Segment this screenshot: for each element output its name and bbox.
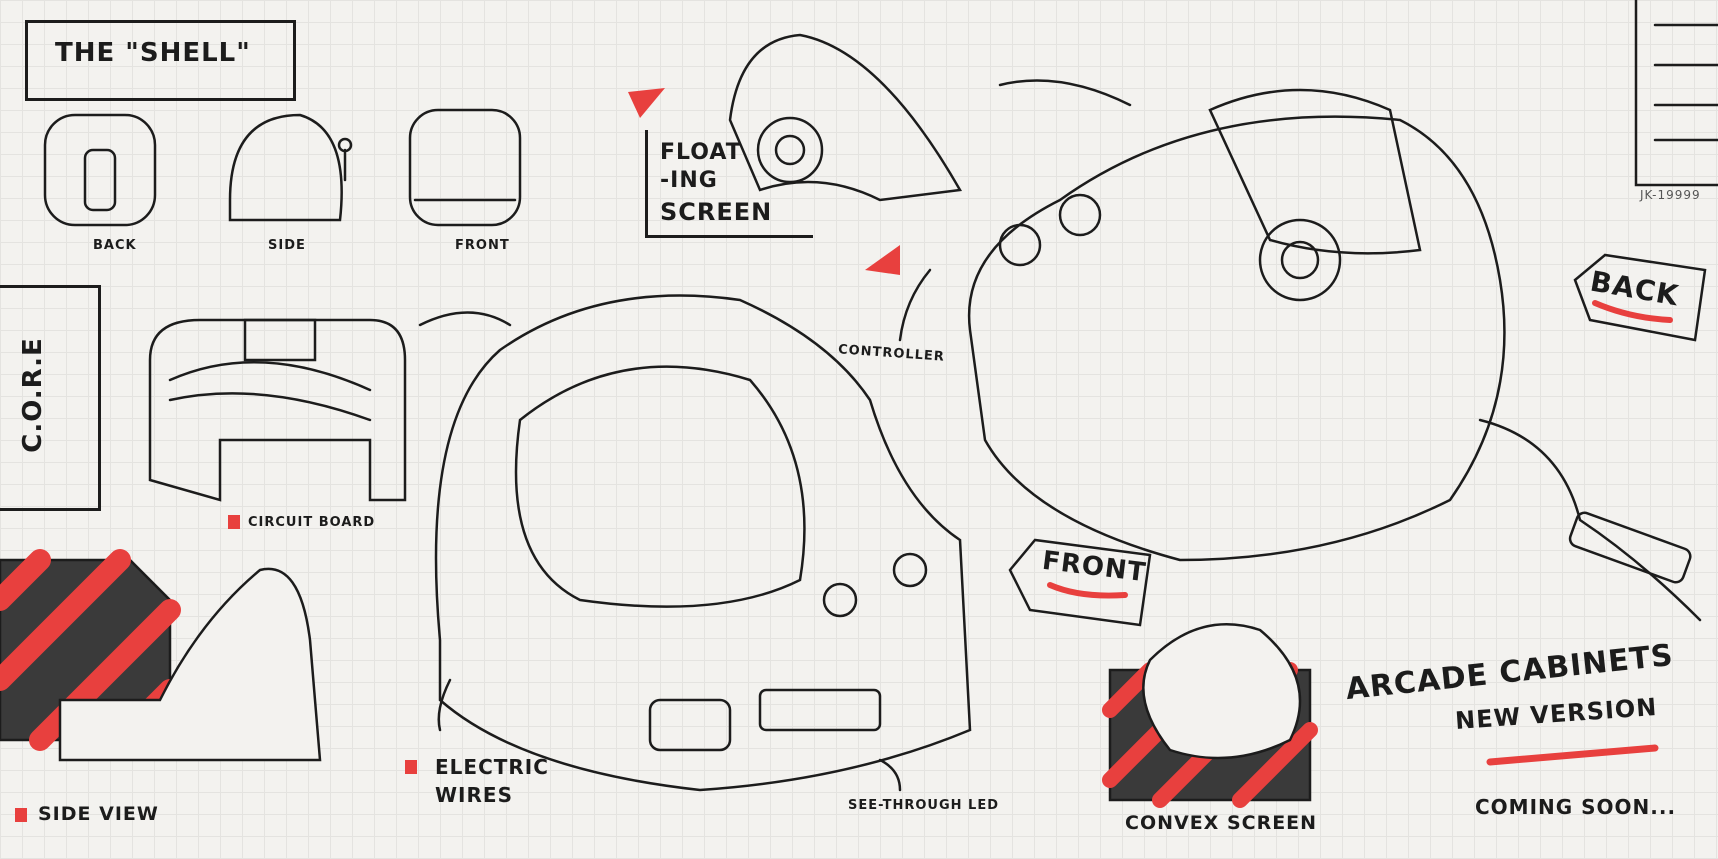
back-cabinet-sketch	[967, 88, 1702, 622]
shell-title-box	[25, 20, 296, 101]
spec-panel	[1634, 0, 1718, 187]
shell-view-back: BACK	[93, 238, 137, 253]
shell-side-sketch	[228, 113, 353, 222]
convex-screen-sketch	[1102, 623, 1318, 808]
front-tag-shape	[1008, 538, 1152, 627]
shell-title: THE "SHELL"	[55, 38, 251, 68]
core-title: C.O.R.E	[17, 337, 48, 453]
bullet-marker	[405, 760, 417, 774]
convex-screen-label: CONVEX SCREEN	[1125, 812, 1318, 834]
coming-soon-label: COMING SOON...	[1475, 795, 1677, 819]
front-cabinet-sketch	[434, 294, 972, 792]
arrow	[418, 311, 512, 327]
shell-view-side: SIDE	[268, 238, 306, 253]
floating-screen-box	[645, 130, 813, 238]
arrow	[898, 268, 932, 342]
electric-wires-label-2: WIRES	[435, 783, 513, 807]
bullet-marker	[228, 515, 240, 529]
circuit-board-label: CIRCUIT BOARD	[248, 515, 376, 530]
arrow	[878, 758, 902, 792]
arrow	[998, 79, 1132, 107]
arrow	[437, 678, 452, 732]
side-view-sketch	[0, 549, 322, 762]
floating-screen-sketch	[728, 33, 963, 202]
bullet-marker	[15, 808, 27, 822]
see-through-led-label: SEE-THROUGH LED	[848, 798, 1000, 813]
back-tag-shape	[1573, 253, 1707, 342]
shell-front-sketch	[408, 108, 522, 227]
electric-wires-label-1: ELECTRIC	[435, 755, 549, 779]
core-title-box	[0, 285, 101, 511]
side-view-label: SIDE VIEW	[38, 803, 159, 825]
shell-back-sketch	[43, 113, 157, 227]
shell-view-front: FRONT	[455, 238, 510, 253]
core-sketch	[148, 318, 407, 502]
floating-screen-label-3: SCREEN	[660, 198, 773, 226]
code-label: JK-19999	[1640, 188, 1701, 202]
floating-screen-label-1: FLOAT	[660, 140, 742, 165]
floating-screen-label-2: -ING	[660, 168, 718, 193]
